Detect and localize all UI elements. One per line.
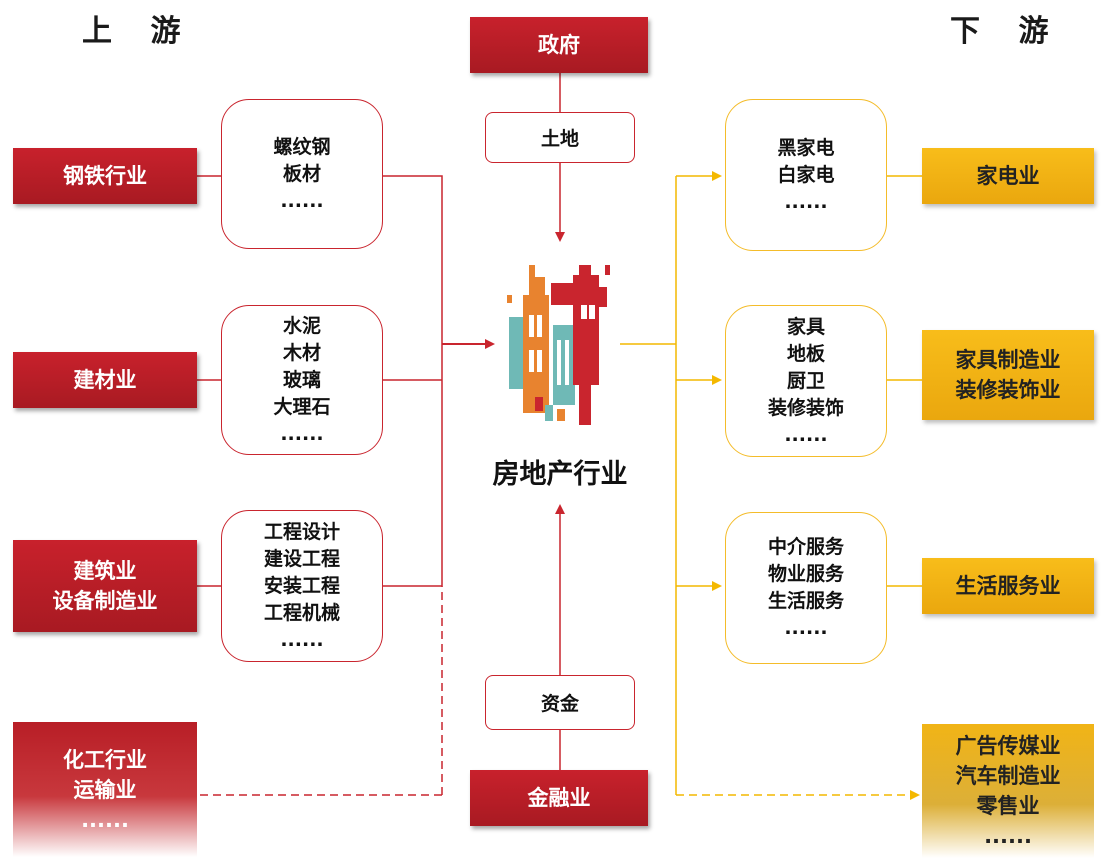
item: ...... [784,617,828,639]
capital-box: 资金 [485,675,635,730]
item: 家具 [786,315,825,338]
item: ...... [280,189,324,212]
land-box: 土地 [485,112,635,163]
finance-box: 金融业 [470,770,648,826]
downstream-heading: 下 游 [950,14,1063,49]
upstream-heading: 上 游 [82,14,195,49]
item: 白家电 [777,163,835,186]
industry-label: 汽车制造业 [955,764,1061,788]
industry-label: 钢铁行业 [63,164,147,188]
item: 建设工程 [263,547,340,570]
item: 大理石 [273,395,331,418]
upstream-industry-steel: 钢铁行业 [13,148,197,204]
industry-label: 家电业 [976,164,1040,188]
downstream-industry-furniture: 家具制造业 装修装饰业 [922,330,1094,420]
real-estate-title: 房地产行业 [492,459,628,490]
downstream-industry-services: 生活服务业 [922,558,1094,614]
item: 中介服务 [767,536,844,558]
industry-label: 设备制造业 [52,589,158,613]
downstream-items-furniture: 家具 地板 厨卫 装修装饰 ...... [725,305,887,457]
downstream-industry-appliances: 家电业 [922,148,1094,204]
item: 地板 [786,342,825,365]
industry-label: 装修装饰业 [955,378,1061,402]
upstream-industry-chemical-transport: 化工行业 运输业 ...... [13,722,197,857]
industry-label: 运输业 [73,777,137,802]
capital-label: 资金 [540,693,579,715]
industry-label: 建材业 [73,368,137,392]
industry-label: 化工行业 [63,747,147,772]
industry-label: 建筑业 [73,559,137,583]
item: 生活服务 [767,590,844,612]
item: 玻璃 [282,368,321,391]
upstream-industry-construction: 建筑业 设备制造业 [13,540,197,632]
item: ...... [280,628,324,651]
downstream-industry-media-auto-retail: 广告传媒业 汽车制造业 零售业 ...... [922,724,1094,858]
item: 工程机械 [263,601,340,624]
industry-label: 零售业 [976,794,1040,818]
item: 板材 [282,162,321,185]
city-buildings-icon [507,265,610,425]
item: 木材 [282,341,321,364]
industry-label: 家具制造业 [955,348,1061,372]
upstream-industry-building-materials: 建材业 [13,352,197,408]
item: 螺纹钢 [273,135,331,158]
government-label: 政府 [538,33,580,57]
finance-label: 金融业 [527,786,591,810]
land-label: 土地 [540,128,579,150]
upstream-items-steel: 螺纹钢 板材 ...... [221,99,383,249]
item: 水泥 [282,314,321,337]
upstream-items-building-materials: 水泥 木材 玻璃 大理石 ...... [221,305,383,455]
government-box: 政府 [470,17,648,73]
item: 黑家电 [777,136,835,159]
industry-label: ...... [984,824,1032,848]
item: ...... [784,423,828,446]
industry-label: 生活服务业 [955,574,1061,598]
item: 安装工程 [263,574,340,597]
downstream-items-appliances: 黑家电 白家电 ...... [725,99,887,251]
upstream-items-construction: 工程设计 建设工程 安装工程 工程机械 ...... [221,510,383,662]
item: 厨卫 [786,369,825,392]
item: ...... [784,190,828,213]
upstream-connectors [197,73,565,796]
item: 装修装饰 [767,396,844,419]
industry-label: ...... [81,807,129,832]
industry-label: 广告传媒业 [955,734,1061,758]
item: 工程设计 [263,520,340,543]
item: 物业服务 [767,563,844,585]
downstream-items-services: 中介服务 物业服务 生活服务 ...... [725,512,887,664]
downstream-connectors [620,171,922,800]
item: ...... [280,422,324,445]
